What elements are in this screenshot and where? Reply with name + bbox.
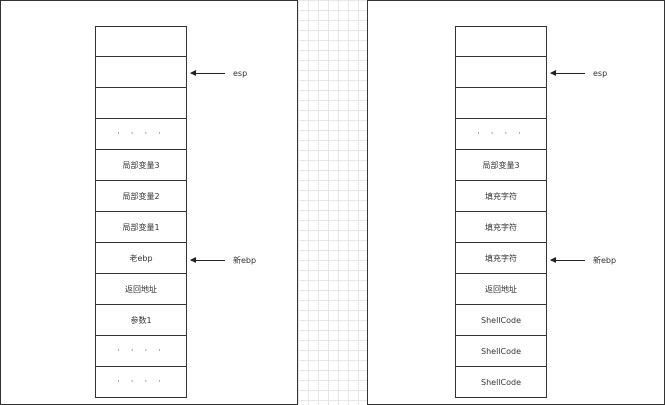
new-ebp-pointer: 新ebp	[550, 255, 617, 265]
stack-cell-return-address: 返回地址	[95, 274, 187, 305]
stack-cell-return-address: 返回地址	[455, 274, 547, 305]
stack-cell-shellcode: ShellCode	[455, 367, 547, 398]
stack-cell	[95, 88, 187, 119]
stack-cell-padding: 填充字符	[455, 181, 547, 212]
stack-cell-local-var-1: 局部变量1	[95, 212, 187, 243]
arrow-left-icon	[550, 69, 585, 76]
stack-cell-shellcode: ShellCode	[455, 305, 547, 336]
stack-cell	[455, 26, 547, 57]
esp-pointer: esp	[550, 68, 608, 78]
esp-label: esp	[233, 68, 248, 78]
stack-cell-ellipsis: · · · ·	[95, 336, 187, 367]
stack-cell-ellipsis: · · · ·	[95, 119, 187, 150]
esp-label: esp	[593, 68, 608, 78]
new-ebp-label: 新ebp	[593, 255, 617, 265]
new-ebp-label: 新ebp	[233, 255, 257, 265]
stack-cell	[455, 88, 547, 119]
right-stack-panel: · · · · 局部变量3 填充字符 填充字符 填充字符 返回地址 ShellC…	[367, 0, 665, 405]
right-stack: · · · · 局部变量3 填充字符 填充字符 填充字符 返回地址 ShellC…	[455, 26, 547, 398]
stack-cell-param-1: 参数1	[95, 305, 187, 336]
stack-cell-padding: 填充字符	[455, 243, 547, 274]
left-stack-panel: · · · · 局部变量3 局部变量2 局部变量1 老ebp 返回地址 参数1 …	[0, 0, 298, 405]
stack-cell-ellipsis: · · · ·	[95, 367, 187, 398]
left-stack: · · · · 局部变量3 局部变量2 局部变量1 老ebp 返回地址 参数1 …	[95, 26, 187, 398]
stack-cell-ellipsis: · · · ·	[455, 119, 547, 150]
stack-cell	[95, 57, 187, 88]
stack-cell	[455, 57, 547, 88]
stack-cell-local-var-2: 局部变量2	[95, 181, 187, 212]
stack-cell-local-var-3: 局部变量3	[95, 150, 187, 181]
stack-cell-shellcode: ShellCode	[455, 336, 547, 367]
grid-background	[298, 0, 368, 405]
stack-cell-local-var-3: 局部变量3	[455, 150, 547, 181]
new-ebp-pointer: 新ebp	[190, 255, 257, 265]
arrow-left-icon	[190, 256, 225, 263]
esp-pointer: esp	[190, 68, 248, 78]
stack-cell	[95, 26, 187, 57]
arrow-left-icon	[190, 69, 225, 76]
stack-cell-padding: 填充字符	[455, 212, 547, 243]
stack-cell-old-ebp: 老ebp	[95, 243, 187, 274]
arrow-left-icon	[550, 256, 585, 263]
